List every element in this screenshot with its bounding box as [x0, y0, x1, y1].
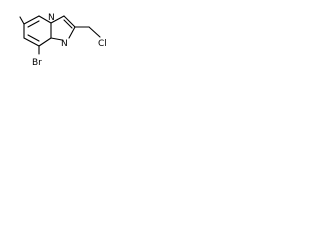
bond-c6-c5 — [23, 15, 40, 25]
atom-label-br: Br — [32, 58, 42, 68]
bond-n2-c8a — [50, 37, 63, 41]
bond-c8-c7 — [23, 37, 40, 47]
atom-label-n1: N — [48, 13, 55, 23]
bond-c5-n1 — [38, 15, 52, 24]
bond-c3-c2 — [63, 15, 76, 28]
bond-n1-c3 — [50, 15, 65, 24]
bond-ch2-cl — [88, 26, 101, 38]
molecule-structure: N N Br Cl — [19, 13, 107, 68]
bond-c8a-c8 — [38, 37, 52, 47]
atom-label-n2: N — [61, 39, 68, 49]
atom-label-cl: Cl — [98, 39, 107, 49]
bond-inner-c6-c5 — [27, 20, 40, 28]
bond-c2-n2 — [68, 26, 76, 39]
bond-inner-c3-c2 — [63, 19, 73, 29]
bond-methyl — [19, 16, 25, 25]
bond-inner-c8-c7 — [27, 34, 40, 42]
